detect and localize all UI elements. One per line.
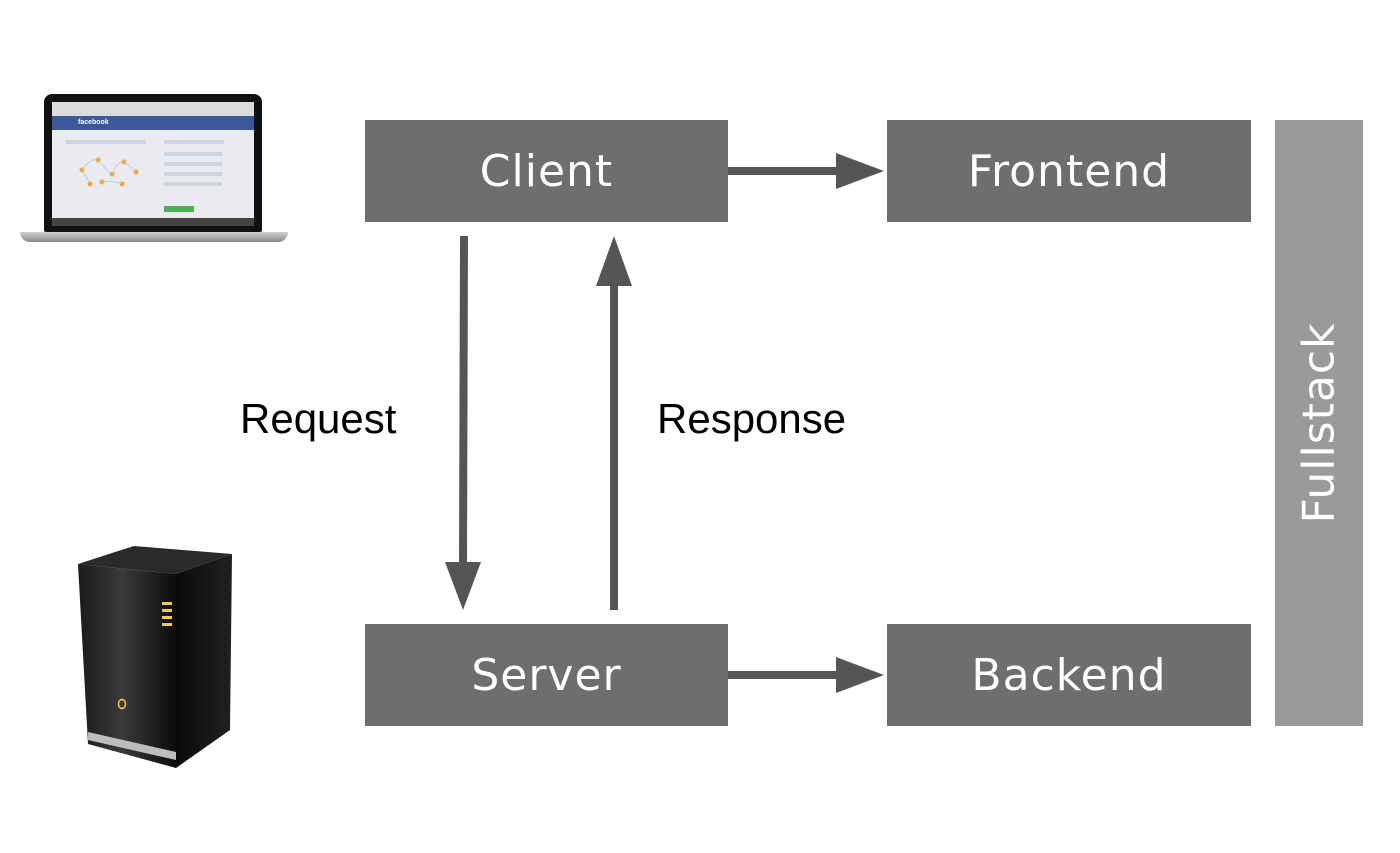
frontend-label: Frontend <box>967 145 1171 197</box>
screen-line <box>164 140 224 144</box>
screen-line <box>66 140 146 144</box>
screen-button <box>164 206 194 212</box>
laptop-lid: facebook <box>44 94 262 232</box>
arrow-request <box>445 235 481 610</box>
response-label: Response <box>657 395 847 442</box>
browser-tab-bar <box>52 102 254 116</box>
server-box: Server <box>365 624 728 726</box>
server-tower-icon <box>78 546 232 768</box>
request-label: Request <box>240 395 397 442</box>
site-header <box>52 116 254 130</box>
client-label: Client <box>479 145 614 197</box>
site-brand: facebook <box>78 119 109 126</box>
arrow-client-frontend <box>728 153 884 189</box>
frontend-box: Frontend <box>887 120 1251 222</box>
os-taskbar <box>52 218 254 226</box>
server-label: Server <box>471 649 622 701</box>
arrow-server-backend <box>728 657 884 693</box>
client-box: Client <box>365 120 728 222</box>
arrow-response <box>596 236 632 610</box>
laptop-base <box>20 232 288 242</box>
backend-box: Backend <box>887 624 1251 726</box>
backend-label: Backend <box>971 649 1167 701</box>
laptop-screen: facebook <box>52 102 254 226</box>
fullstack-bar: Fullstack <box>1275 120 1363 726</box>
screen-line <box>164 152 222 156</box>
fullstack-label: Fullstack <box>1293 322 1345 524</box>
network-graphic <box>79 157 139 187</box>
screen-line <box>164 162 222 166</box>
screen-line <box>164 182 222 186</box>
laptop-icon: facebook <box>20 94 288 246</box>
screen-line <box>164 172 222 176</box>
